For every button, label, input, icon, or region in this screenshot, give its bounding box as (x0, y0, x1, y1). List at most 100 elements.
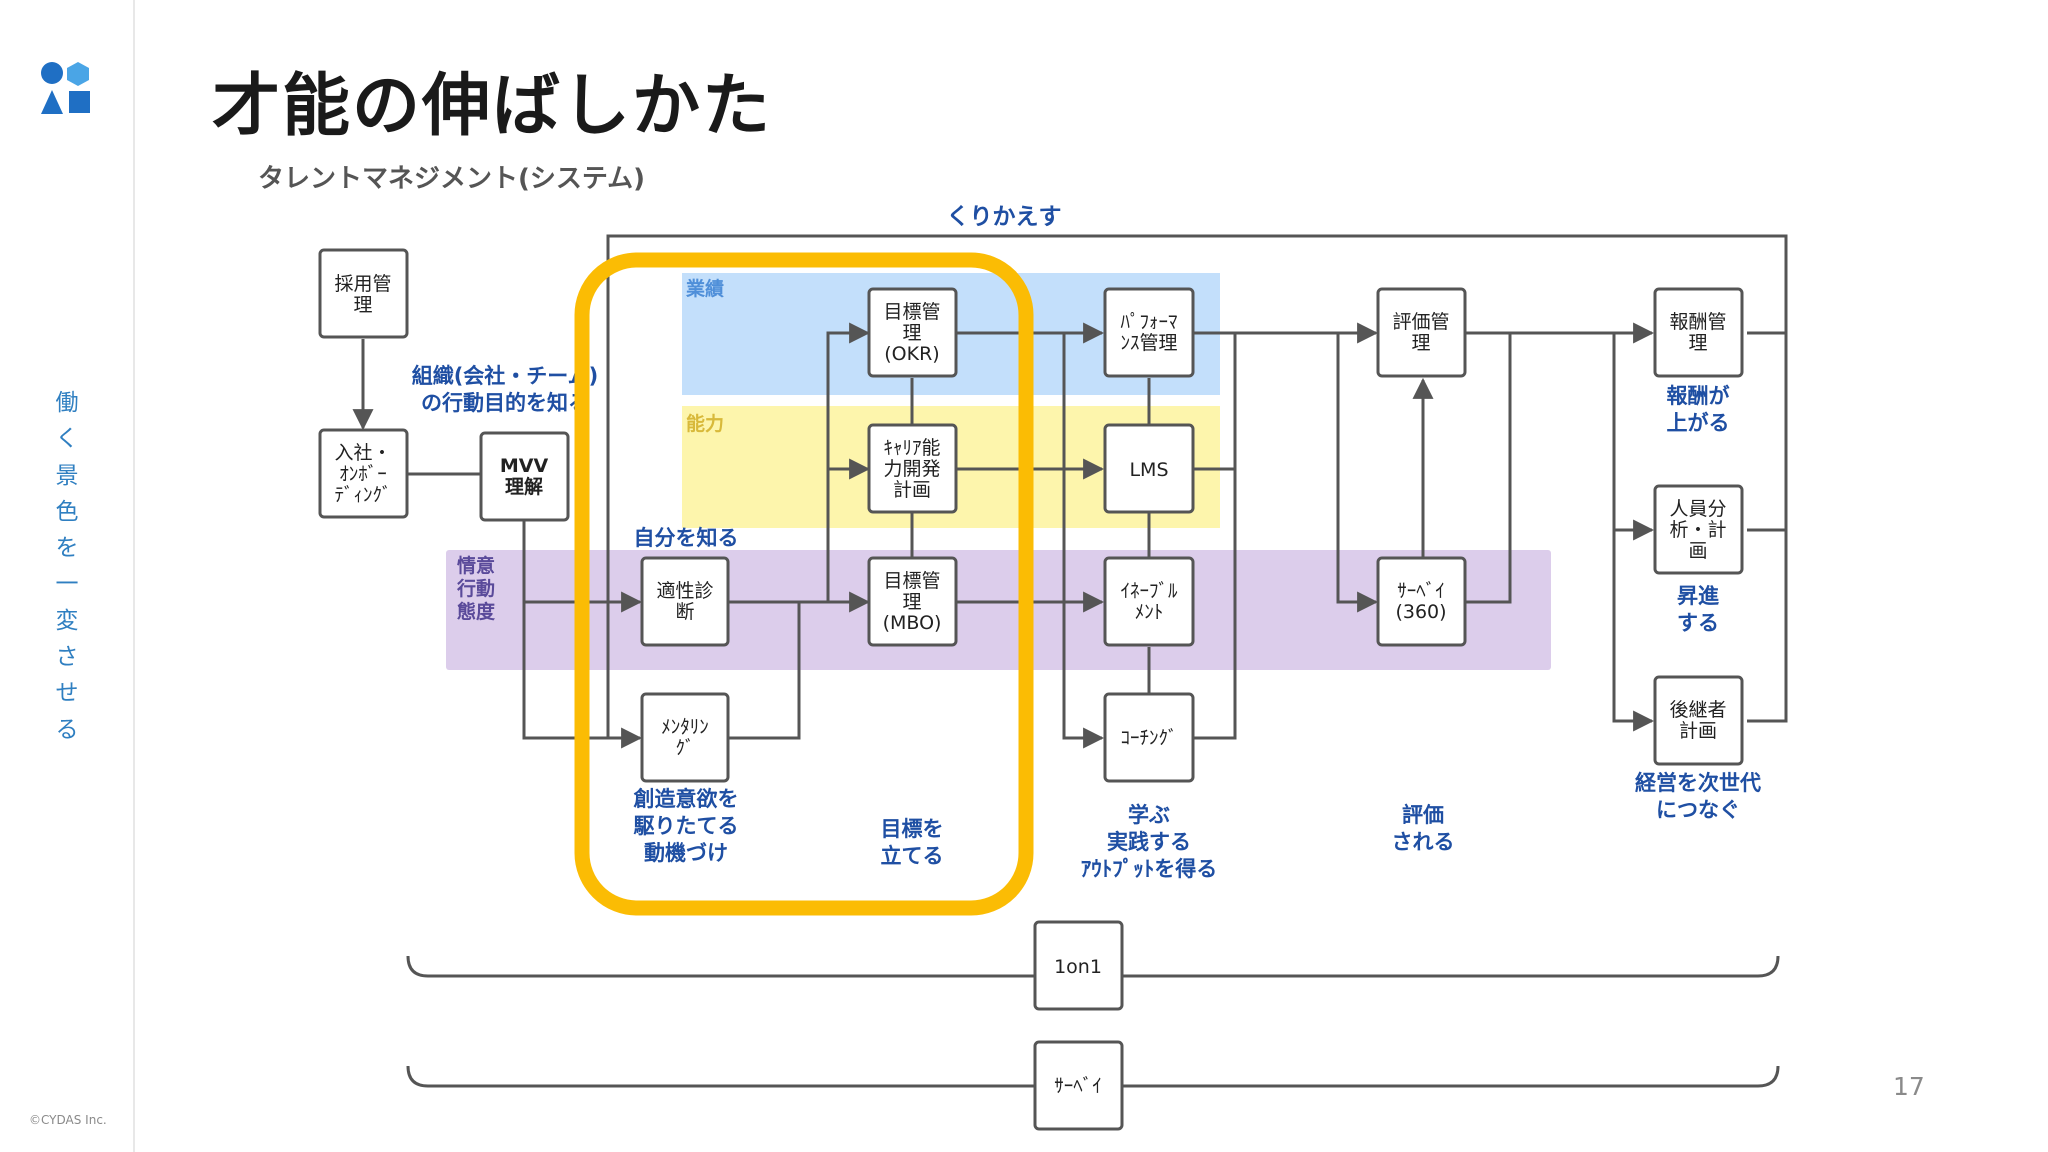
box-text-line: 断 (675, 601, 694, 623)
label-line: 組織(会社・チーム) (412, 364, 599, 388)
box-workforce (1653, 484, 1744, 575)
box-text: ｷｬﾘｱ能力開発計画 (883, 437, 940, 501)
box-text: 入社・ｵﾝﾎﾞｰﾃﾞｨﾝｸﾞ (334, 442, 391, 506)
braces (406, 955, 1780, 1088)
box-reward (1653, 287, 1744, 378)
box-recruit (318, 248, 409, 339)
box-text: ﾊﾟﾌｫｰﾏﾝｽ管理 (1120, 311, 1178, 354)
box-text: 報酬管理 (1669, 311, 1726, 354)
box-text-line: ﾒﾝﾀﾘﾝ (661, 716, 709, 738)
box-text-line: ｻｰﾍﾞｲ (1054, 1075, 1102, 1097)
box-text-line: (MBO) (883, 612, 942, 634)
box-text-line: ﾝｽ管理 (1120, 332, 1177, 354)
box-text-line: 理 (1688, 332, 1707, 354)
box-text-line: (360) (1395, 601, 1446, 623)
vertical-char: 一 (55, 571, 79, 598)
box-text-line: 理 (902, 322, 921, 344)
box-text-line: 画 (1688, 540, 1707, 562)
box-survey360 (1376, 556, 1467, 647)
band-label-ability: 能力 (686, 412, 724, 435)
box-lms (1103, 423, 1195, 514)
band-label-performance: 業績 (685, 277, 724, 300)
box-text-line: 計画 (893, 479, 931, 501)
box-text-line: 評価管 (1392, 311, 1449, 333)
vertical-char: さ (55, 644, 79, 671)
vertical-char: く (55, 426, 79, 453)
box-text-line: 1on1 (1054, 956, 1102, 978)
box-text-line: 報酬管 (1669, 311, 1726, 333)
label-line: される (1392, 830, 1455, 854)
box-text: 目標管理(OKR) (883, 301, 940, 365)
diagram-subtitle: タレントマネジメント(システム) (258, 164, 645, 194)
box-text-line: ｺｰﾁﾝｸﾞ (1120, 727, 1177, 749)
label-line: 動機づけ (644, 841, 728, 865)
box-mvv (479, 431, 570, 522)
box-text: 評価管理 (1392, 311, 1449, 354)
label-line: 経営を次世代 (1635, 771, 1761, 795)
vertical-char: る (55, 716, 79, 743)
vertical-char: 変 (55, 607, 79, 634)
box-text-line: ｸﾞ (675, 737, 694, 759)
box-text-line: ﾒﾝﾄ (1135, 601, 1164, 623)
box-coaching (1103, 692, 1195, 783)
vertical-char: を (55, 535, 79, 562)
label-line: 自分を知る (634, 526, 739, 550)
label-line: ｱｳﾄﾌﾟｯﾄを得る (1081, 857, 1218, 881)
label-line: 立てる (881, 844, 944, 868)
label-line: 目標を (881, 817, 944, 841)
box-text-line: 目標管 (883, 301, 940, 323)
label-line: の行動目的を知る (421, 391, 589, 415)
box-text-line: ｲﾈｰﾌﾞﾙ (1120, 580, 1178, 602)
label: 自分を知る (634, 526, 739, 550)
box-text-line: 力開発 (883, 458, 940, 480)
box-text: 人員分析・計画 (1669, 498, 1726, 562)
box-text-line: 後継者 (1669, 699, 1726, 721)
vertical-char: せ (55, 680, 79, 707)
box-text: ｲﾈｰﾌﾞﾙﾒﾝﾄ (1120, 580, 1178, 623)
box-text-line: 計画 (1679, 720, 1717, 742)
label: 組織(会社・チーム) の行動目的を知る (412, 364, 599, 415)
box-text-line: ｻｰﾍﾞｲ (1397, 580, 1445, 602)
label: 経営を次世代につなぐ (1635, 771, 1761, 822)
page-number: 17 (1893, 1072, 1925, 1101)
label-line: 実践する (1107, 830, 1191, 854)
label: 評価される (1392, 803, 1455, 854)
box-text: ｻｰﾍﾞｲ(360) (1395, 580, 1446, 623)
box-text: 後継者計画 (1669, 699, 1726, 742)
stage-labels: 組織(会社・チーム)の行動目的を知る 自分を知る 創造意欲を駆りたてる動機づけ … (412, 364, 1761, 881)
label-line: する (1677, 611, 1719, 635)
box-text-line: (OKR) (884, 343, 939, 365)
box-text: 目標管理(MBO) (883, 570, 942, 634)
band-label-line: 行動 (456, 577, 495, 600)
label-line: 駆りたてる (634, 814, 739, 838)
box-okr (867, 287, 958, 378)
box-enablement (1103, 556, 1195, 647)
label-line: 昇進 (1677, 584, 1719, 608)
box-text-line: 理 (1411, 332, 1430, 354)
box-one-on-one (1033, 920, 1124, 1011)
highlight-frame (574, 252, 1034, 916)
box-text: 適性診断 (656, 580, 713, 623)
box-text-line: 析・計 (1669, 519, 1726, 541)
label-line: 創造意欲を (634, 787, 739, 811)
box-onboarding (318, 428, 409, 519)
band-label-attitude: 情意 行動 態度 (456, 554, 496, 623)
box-succession (1653, 675, 1744, 766)
box-performance-mgmt (1103, 287, 1195, 378)
box-text: ｺｰﾁﾝｸﾞ (1120, 727, 1177, 749)
sidebar: 働 く 景 色 を 一 変 さ せ る ©CYDAS Inc. (0, 0, 135, 1152)
box-mentoring (640, 692, 730, 783)
box-text-line: ｷｬﾘｱ能 (883, 437, 940, 459)
logo-icon (41, 62, 90, 114)
box-text: ﾒﾝﾀﾘﾝｸﾞ (661, 716, 709, 759)
box-text-line: 理 (902, 591, 921, 613)
label: 昇進する (1677, 584, 1719, 635)
label-line: 学ぶ (1128, 803, 1170, 827)
box-text: 1on1 (1054, 956, 1102, 978)
label-line: 報酬が (1667, 384, 1730, 408)
box-text-line: 理解 (505, 475, 543, 498)
label: 創造意欲を駆りたてる動機づけ (634, 787, 739, 865)
box-text-line: 適性診 (656, 580, 713, 602)
